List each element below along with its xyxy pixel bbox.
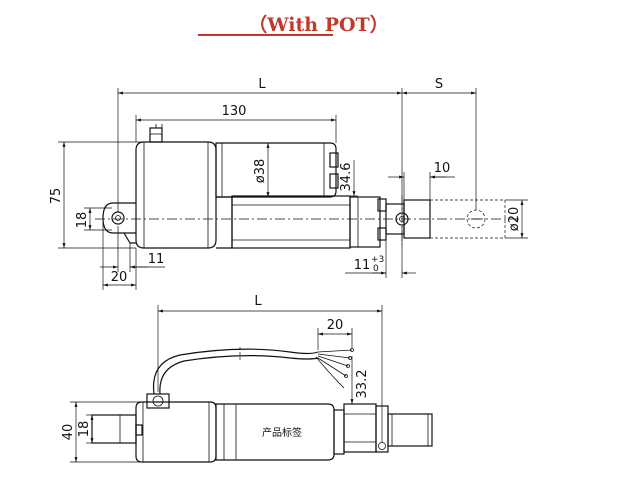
dim-11-label: 11 [148, 252, 165, 267]
dim-75: 75 [49, 141, 144, 249]
dim-20-label: 20 [111, 270, 128, 285]
cable [152, 347, 354, 395]
dim-20-top: 20 [102, 222, 137, 290]
dim-10-label: 10 [434, 161, 451, 176]
dim-18-bottom-label: 18 [77, 421, 92, 438]
dim-40-label: 40 [61, 424, 76, 441]
motor [215, 142, 339, 198]
drawing-title: （With POT） [248, 14, 389, 36]
product-label: 产品标签 [262, 426, 302, 439]
tol-upper: +3 [371, 255, 384, 265]
dim-33-2: 33.2 [350, 356, 370, 404]
dim-S-label: S [435, 77, 443, 92]
dim-130: 130 [135, 104, 337, 143]
dim-dia20-label: ø20 [507, 207, 522, 232]
dim-20-bottom: 20 [317, 318, 353, 350]
dim-75-label: 75 [49, 188, 64, 205]
dim-dia38-label: ø38 [253, 159, 268, 184]
dim-11-tol: 11 +3 0 [345, 226, 416, 278]
dim-18-bottom: 18 [77, 414, 94, 444]
dim-20-bottom-label: 20 [327, 318, 344, 333]
rear-mount-bottom [91, 414, 143, 444]
dim-130-label: 130 [222, 104, 247, 119]
dim-dia38: ø38 [253, 143, 270, 197]
dim-33-2-label: 33.2 [355, 370, 370, 399]
body-bottom [135, 393, 217, 463]
title-underline [198, 34, 333, 36]
rear-clevis [102, 202, 136, 244]
main-body [135, 124, 217, 249]
dim-S: S [402, 77, 477, 210]
outer-tube [216, 195, 387, 249]
dim-18-top: 18 [75, 207, 112, 231]
dim-L-bottom: L [157, 294, 383, 442]
dim-10: 10 [388, 161, 455, 200]
dim-L-top: L [117, 77, 403, 212]
motor-bottom: 产品标签 [215, 403, 335, 461]
dim-34-6-label: 34.6 [339, 163, 354, 192]
dim-L-label: L [258, 77, 266, 92]
dim-11-tol-label: 11 [354, 258, 371, 273]
dim-dia20: ø20 [505, 199, 528, 239]
tol-lower: 0 [373, 264, 379, 274]
dim-18-label: 18 [75, 212, 90, 229]
dim-40: 40 [61, 401, 143, 463]
top-view: L S 130 75 18 [49, 77, 528, 290]
dim-L-bottom-label: L [254, 294, 262, 309]
dim-34-6: 34.6 [336, 160, 358, 197]
tube-bottom [333, 403, 433, 455]
bottom-view: 产品标签 L [61, 294, 433, 463]
